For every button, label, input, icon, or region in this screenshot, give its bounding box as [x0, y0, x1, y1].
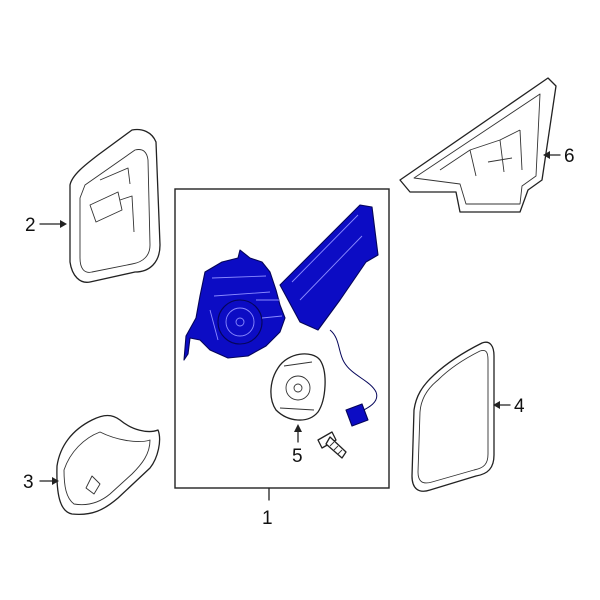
callout-6: 6 — [564, 146, 575, 167]
callout-3: 3 — [23, 472, 34, 493]
mirror-cover-part[interactable] — [69, 128, 161, 283]
callout-1: 1 — [262, 508, 273, 529]
assembly-frame — [174, 188, 390, 489]
sail-trim-part[interactable] — [399, 77, 557, 213]
callout-2: 2 — [25, 215, 36, 236]
callout-4: 4 — [514, 396, 525, 417]
mirror-assembly-part[interactable] — [183, 204, 379, 427]
actuator-part[interactable] — [270, 353, 347, 459]
leader-lines — [39, 151, 561, 501]
callout-5: 5 — [292, 446, 303, 467]
lower-cover-part[interactable] — [56, 414, 161, 516]
mirror-glass-part[interactable] — [411, 341, 495, 492]
